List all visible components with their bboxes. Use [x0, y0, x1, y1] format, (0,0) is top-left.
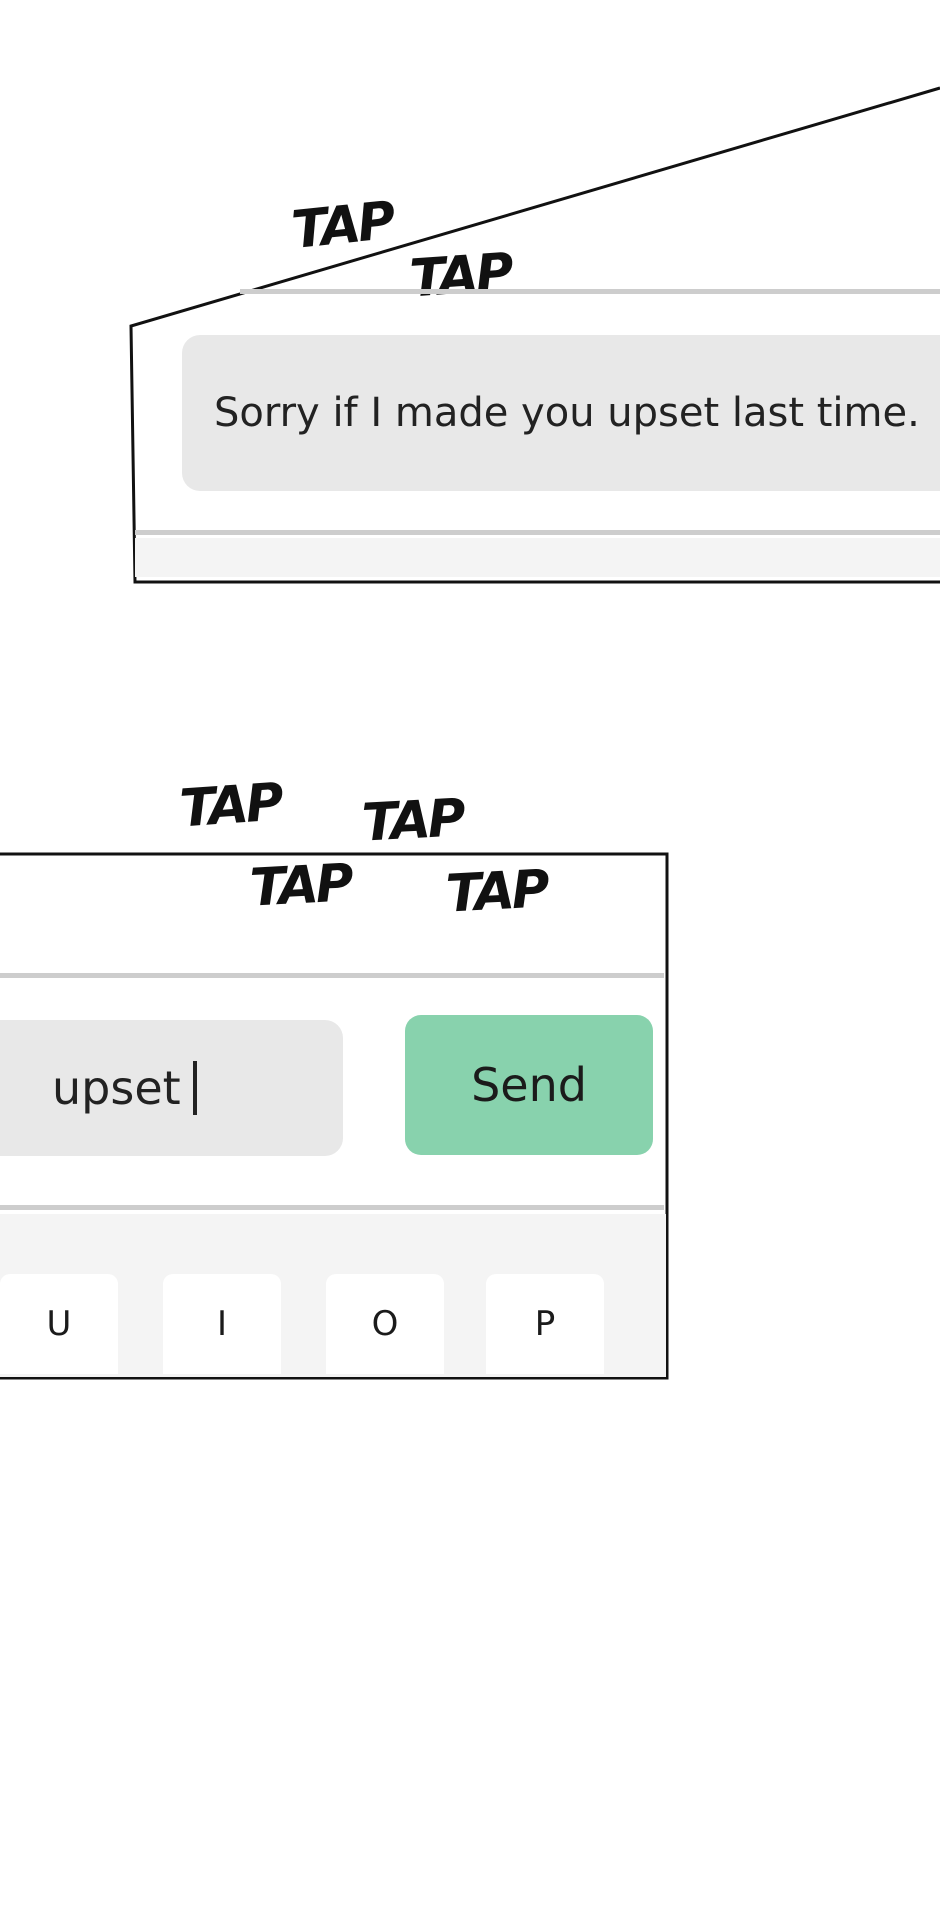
sfx-tap-bottom-4: TAP — [444, 859, 549, 925]
top-divider-2 — [135, 530, 940, 535]
message-bubble: Sorry if I made you upset last time. — [182, 335, 940, 491]
sfx-tap-bottom-1: TAP — [178, 772, 283, 840]
key-p[interactable]: P — [486, 1274, 604, 1374]
sfx-tap-top-1: TAP — [289, 190, 396, 262]
send-button-label: Send — [471, 1058, 587, 1112]
sfx-tap-bottom-3: TAP — [248, 853, 353, 919]
message-input-value: upset — [52, 1061, 181, 1115]
message-input[interactable]: upset — [0, 1020, 343, 1156]
key-u[interactable]: U — [0, 1274, 118, 1374]
sfx-tap-bottom-2: TAP — [360, 788, 465, 854]
message-footer-strip — [135, 538, 940, 577]
key-o[interactable]: O — [326, 1274, 444, 1374]
key-i[interactable]: I — [163, 1274, 281, 1374]
sfx-tap-top-2: TAP — [408, 242, 513, 310]
compose-divider-2 — [0, 1205, 664, 1210]
top-divider-1 — [240, 289, 940, 294]
text-caret — [192, 1061, 197, 1115]
message-text: Sorry if I made you upset last time. — [214, 390, 920, 436]
send-button[interactable]: Send — [405, 1015, 653, 1155]
compose-divider-1 — [0, 973, 664, 978]
